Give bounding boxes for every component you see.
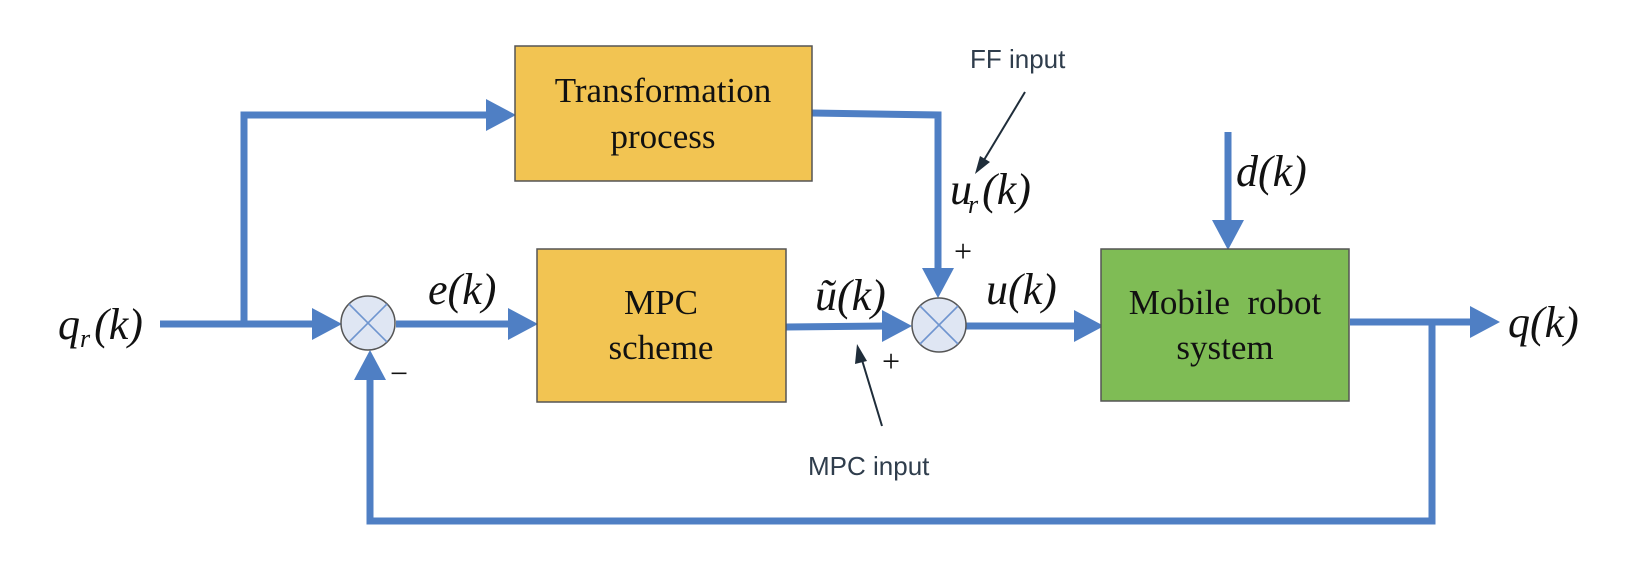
mpc-input-pointer-arrowhead [855, 344, 867, 364]
wire-transformation-to-sum2 [811, 109, 942, 272]
signal-error-label: e(k) [428, 265, 496, 314]
transformation-process-block: Transformation process [514, 45, 813, 182]
mpc-block-label-line1: MPC [624, 283, 698, 322]
summing-junction-control [911, 297, 967, 353]
mobile-robot-system-block: Mobile robot system [1100, 248, 1350, 402]
mpc-input-pointer-line [861, 359, 883, 427]
arrow-output [1470, 306, 1500, 338]
wire-feedback [366, 319, 1436, 525]
robot-block-label-line2: system [1176, 328, 1273, 367]
arrow-into-robot [1074, 310, 1104, 342]
sign-feedback-minus: − [390, 355, 408, 391]
transformation-block-label-line2: process [611, 117, 716, 156]
arrow-into-robot-from-top [1212, 220, 1244, 250]
ff-input-pointer-arrowhead [975, 156, 990, 174]
arrow-into-sum2-from-top [922, 268, 954, 298]
wire-mpc-to-sum2 [785, 322, 887, 331]
signal-disturbance-label: d(k) [1236, 147, 1307, 196]
sign-feedforward-plus: + [954, 233, 972, 269]
arrow-into-mpc [508, 308, 538, 340]
annotation-ff-input: FF input [970, 44, 1066, 74]
arrow-into-transformation [486, 99, 516, 131]
wire-branch-to-transformation [240, 111, 488, 324]
sign-mpc-plus: + [882, 343, 900, 379]
arrow-into-sum1 [312, 308, 342, 340]
arrow-into-sum1-from-bottom [354, 350, 386, 380]
annotation-mpc-input: MPC input [808, 451, 930, 481]
arrow-into-sum2 [882, 310, 912, 342]
robot-block-label-line1: Mobile robot [1129, 283, 1322, 322]
signal-mpc-output-label: ũ(k) [815, 271, 886, 320]
summing-junction-error [340, 295, 396, 351]
signal-reference-label: qr(k) [58, 300, 143, 353]
mpc-block-label-line2: scheme [609, 328, 714, 367]
mpc-scheme-block: MPC scheme [536, 248, 787, 403]
signal-control-label: u(k) [986, 265, 1057, 314]
ff-input-pointer-line [983, 91, 1026, 161]
signal-feedforward-label: ur(k) [950, 165, 1031, 219]
transformation-block-label-line1: Transformation [555, 71, 771, 110]
signal-output-label: q(k) [1508, 298, 1579, 347]
